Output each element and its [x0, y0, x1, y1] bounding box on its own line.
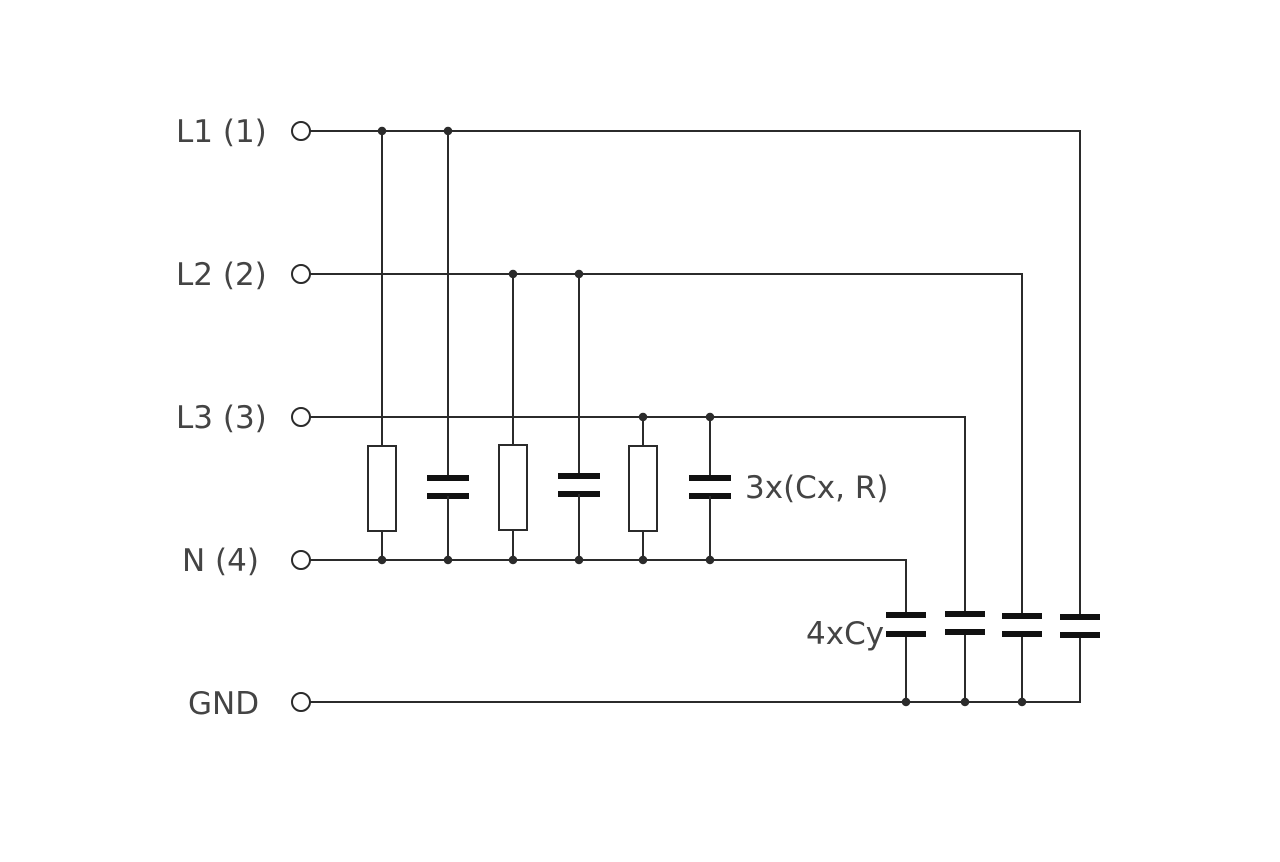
y-capacitors: [886, 611, 1100, 638]
terminal-label-l2: L2 (2): [176, 257, 267, 293]
terminals: [291, 121, 311, 712]
bus-wires: [310, 130, 1081, 703]
junction-dot: [508, 269, 518, 279]
wire-l2: [310, 273, 1023, 615]
wire-l3: [310, 416, 966, 614]
junction-dot: [960, 697, 970, 707]
terminal-l1: [291, 121, 311, 141]
junction-dot: [705, 412, 715, 422]
x-branch-l3: [628, 417, 731, 560]
junctions: [377, 126, 1027, 707]
terminal-l2: [291, 264, 311, 284]
junction-dot: [377, 555, 387, 565]
annotation-y-group: 4xCy: [806, 616, 884, 652]
junction-dot: [574, 269, 584, 279]
wire-l1: [310, 130, 1081, 615]
resistor-r3: [628, 445, 658, 532]
terminal-n: [291, 550, 311, 570]
terminal-label-n: N (4): [182, 543, 259, 579]
junction-dot: [638, 412, 648, 422]
terminal-label-l1: L1 (1): [176, 114, 267, 150]
x-branch-l2: [498, 274, 600, 560]
wire-gnd: [310, 636, 1081, 703]
junction-dot: [508, 555, 518, 565]
junction-dot: [443, 555, 453, 565]
terminal-label-l3: L3 (3): [176, 400, 267, 436]
junction-dot: [638, 555, 648, 565]
junction-dot: [1017, 697, 1027, 707]
wire-n: [310, 559, 907, 615]
junction-dot: [901, 697, 911, 707]
terminal-label-gnd: GND: [188, 686, 259, 722]
resistor-r1: [367, 445, 397, 532]
terminal-l3: [291, 407, 311, 427]
terminal-gnd: [291, 692, 311, 712]
junction-dot: [443, 126, 453, 136]
resistor-r2: [498, 444, 528, 531]
x-branch-l1: [367, 131, 469, 560]
annotation-x-group: 3x(Cx, R): [745, 470, 889, 506]
junction-dot: [574, 555, 584, 565]
junction-dot: [705, 555, 715, 565]
junction-dot: [377, 126, 387, 136]
